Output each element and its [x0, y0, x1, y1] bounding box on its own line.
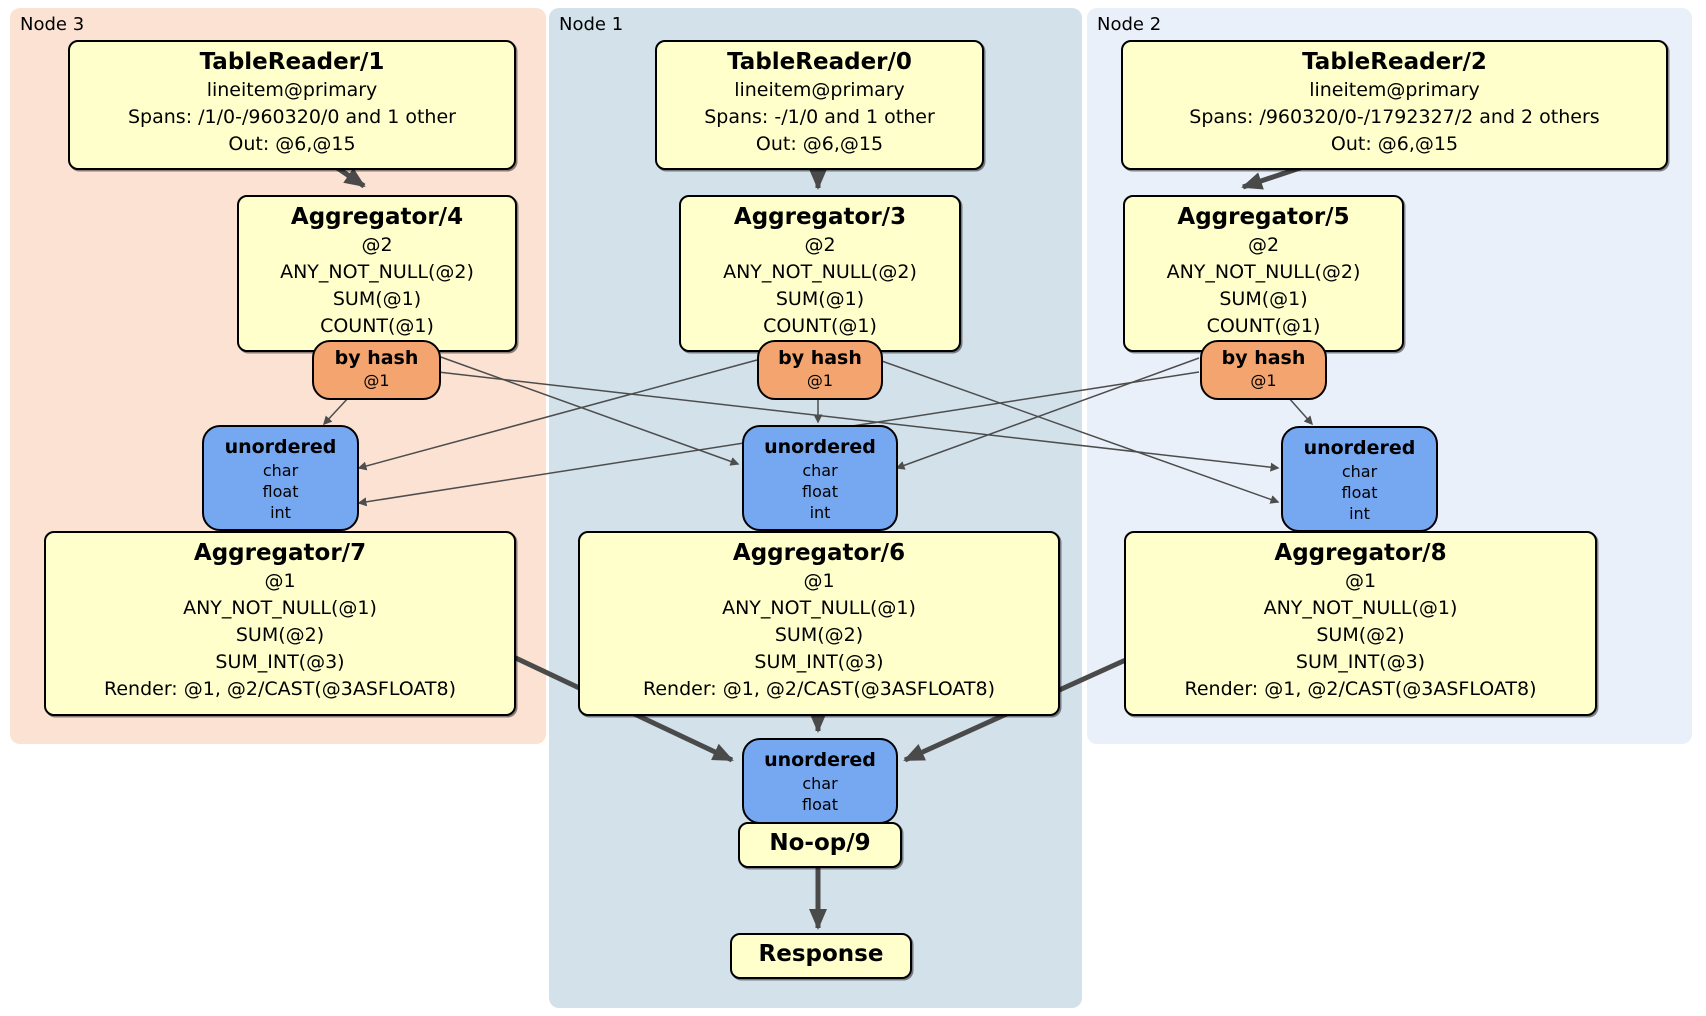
- sync-unordered-node2: unordered char float int: [1281, 426, 1438, 532]
- sync-detail: float: [802, 795, 838, 814]
- processor-aggregator-8: Aggregator/8 @1 ANY_NOT_NULL(@1) SUM(@2)…: [1124, 531, 1597, 716]
- edge-byhash1-unordered3: [357, 359, 758, 471]
- processor-detail: SUM(@2): [1316, 624, 1405, 646]
- sync-detail: int: [270, 503, 291, 522]
- edge-byhash3-unordered3: [322, 395, 351, 426]
- sync-detail: float: [802, 482, 838, 501]
- router-title: by hash: [334, 347, 419, 369]
- edge-byhash2-unordered1: [895, 357, 1200, 470]
- sync-detail: int: [1349, 504, 1370, 523]
- sync-title: unordered: [764, 749, 876, 771]
- processor-aggregator-3: Aggregator/3 @2 ANY_NOT_NULL(@2) SUM(@1)…: [679, 195, 961, 352]
- processor-detail: SUM_INT(@3): [754, 651, 884, 673]
- sync-unordered-node3: unordered char float int: [202, 425, 359, 531]
- sync-title: unordered: [224, 436, 337, 458]
- processor-detail: @2: [804, 234, 836, 256]
- router-by-hash-node1: by hash @1: [757, 340, 883, 400]
- processor-detail: COUNT(@1): [320, 315, 434, 337]
- processor-title: Aggregator/4: [290, 204, 464, 230]
- processor-detail: Out: @6,@15: [228, 133, 356, 155]
- processor-detail: COUNT(@1): [1206, 315, 1321, 337]
- processor-detail: Render: @1, @2/CAST(@3ASFLOAT8): [104, 678, 456, 700]
- processor-title: No-op/9: [769, 830, 871, 856]
- processor-detail: @1: [264, 570, 296, 592]
- router-detail: @1: [806, 371, 834, 390]
- processor-detail: ANY_NOT_NULL(@2): [723, 261, 917, 283]
- edge-byhash1-unordered2: [878, 359, 1280, 504]
- router-title: by hash: [1221, 347, 1306, 369]
- processor-detail: SUM_INT(@3): [215, 651, 345, 673]
- router-by-hash-node2: by hash @1: [1200, 340, 1327, 400]
- processor-detail: Spans: /1/0-/960320/0 and 1 other: [128, 106, 456, 128]
- node1-label: Node 1: [559, 14, 624, 35]
- processor-title: Aggregator/6: [732, 540, 906, 566]
- processor-tablereader-0: TableReader/0 lineitem@primary Spans: -/…: [655, 40, 984, 170]
- processor-detail: ANY_NOT_NULL(@1): [183, 597, 377, 619]
- processor-detail: SUM(@1): [332, 288, 422, 310]
- edge-tablereader2-aggregator5: [1241, 164, 1304, 190]
- processor-detail: ANY_NOT_NULL(@1): [722, 597, 916, 619]
- router-detail: @1: [363, 371, 390, 390]
- processor-aggregator-4: Aggregator/4 @2 ANY_NOT_NULL(@2) SUM(@1)…: [237, 195, 517, 352]
- processor-aggregator-6: Aggregator/6 @1 ANY_NOT_NULL(@1) SUM(@2)…: [578, 531, 1060, 716]
- processor-tablereader-2: TableReader/2 lineitem@primary Spans: /9…: [1121, 40, 1668, 170]
- processor-aggregator-5: Aggregator/5 @2 ANY_NOT_NULL(@2) SUM(@1)…: [1123, 195, 1404, 352]
- processor-detail: COUNT(@1): [763, 315, 877, 337]
- sync-detail: char: [262, 461, 299, 480]
- sync-detail: float: [1341, 483, 1378, 502]
- node3-label: Node 3: [20, 14, 85, 35]
- processor-response: Response: [730, 933, 912, 979]
- processor-detail: lineitem@primary: [734, 79, 905, 101]
- processor-detail: SUM(@2): [235, 624, 325, 646]
- edge-byhash2-unordered2: [1287, 396, 1313, 426]
- processor-aggregator-7: Aggregator/7 @1 ANY_NOT_NULL(@1) SUM(@2)…: [44, 531, 516, 716]
- processor-title: TableReader/1: [199, 49, 385, 75]
- router-detail: @1: [1250, 371, 1277, 390]
- sync-title: unordered: [1303, 437, 1416, 459]
- processor-detail: Render: @1, @2/CAST(@3ASFLOAT8): [643, 678, 995, 700]
- processor-detail: Spans: -/1/0 and 1 other: [704, 106, 935, 128]
- router-by-hash-node3: by hash @1: [312, 340, 441, 400]
- processor-detail: ANY_NOT_NULL(@1): [1263, 597, 1458, 619]
- processor-title: Aggregator/8: [1274, 540, 1447, 566]
- edge-tablereader1-aggregator4: [334, 164, 366, 189]
- edge-byhash3-unordered1: [437, 355, 740, 466]
- sync-detail: float: [262, 482, 299, 501]
- processor-detail: SUM(@1): [1219, 288, 1308, 310]
- processor-detail: Out: @6,@15: [755, 133, 884, 155]
- processor-detail: @2: [1247, 234, 1280, 256]
- processor-detail: SUM(@2): [774, 624, 864, 646]
- processor-detail: ANY_NOT_NULL(@2): [1166, 261, 1361, 283]
- processor-title: Response: [758, 941, 884, 967]
- processor-detail: lineitem@primary: [206, 79, 378, 101]
- processor-detail: lineitem@primary: [1309, 79, 1480, 101]
- processor-tablereader-1: TableReader/1 lineitem@primary Spans: /1…: [68, 40, 516, 170]
- processor-detail: Out: @6,@15: [1330, 133, 1459, 155]
- processor-title: Aggregator/3: [733, 204, 907, 230]
- node2-label: Node 2: [1097, 14, 1162, 35]
- router-title: by hash: [778, 347, 862, 369]
- processor-title: Aggregator/5: [1177, 204, 1350, 230]
- sync-detail: char: [802, 774, 838, 793]
- processor-title: TableReader/0: [727, 49, 912, 75]
- processor-detail: ANY_NOT_NULL(@2): [280, 261, 474, 283]
- sync-detail: char: [802, 461, 838, 480]
- sync-detail: int: [809, 503, 831, 522]
- processor-title: TableReader/2: [1302, 49, 1487, 75]
- processor-detail: SUM(@1): [775, 288, 865, 310]
- sync-unordered-node1: unordered char float int: [742, 425, 898, 531]
- processor-detail: @2: [361, 234, 393, 256]
- processor-detail: Render: @1, @2/CAST(@3ASFLOAT8): [1184, 678, 1537, 700]
- processor-detail: @1: [1344, 570, 1377, 592]
- processor-title: Aggregator/7: [193, 540, 367, 566]
- processor-detail: Spans: /960320/0-/1792327/2 and 2 others: [1189, 106, 1600, 128]
- sync-unordered-final: unordered char float: [742, 738, 898, 824]
- processor-detail: SUM_INT(@3): [1295, 651, 1426, 673]
- sync-detail: char: [1341, 462, 1378, 481]
- processor-noop-9: No-op/9: [738, 822, 902, 868]
- processor-detail: @1: [803, 570, 835, 592]
- sync-title: unordered: [764, 436, 876, 458]
